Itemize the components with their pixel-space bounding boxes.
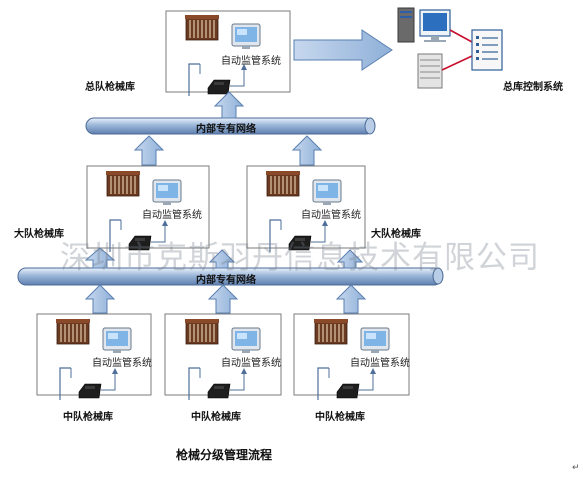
diagram-caption: 枪械分级管理流程 — [176, 448, 273, 462]
arrow-right-to-control — [293, 29, 393, 71]
brigade-armory-label-right: 大队枪械库 — [371, 229, 421, 240]
squad-3-system-label: 自动监管系统 — [350, 358, 410, 369]
squad-armory-label-2: 中队枪械库 — [191, 412, 241, 423]
squad-armory-label-1: 中队枪械库 — [63, 412, 113, 423]
squad-armory-label-3: 中队枪械库 — [315, 412, 365, 423]
hq-armory-label: 总队枪械库 — [85, 82, 135, 93]
hq-system-label: 自动监管系统 — [221, 56, 281, 67]
paragraph-end-mark: ↵ — [572, 463, 580, 473]
arrow-up-hq — [213, 91, 245, 119]
arrow-up-squad-3 — [335, 284, 367, 314]
watermark-text: 深圳市克斯羽丹信息技术有限公司 — [60, 240, 540, 276]
arrow-up-brigade-right — [291, 135, 323, 166]
brigade-right-system-label: 自动监管系统 — [301, 210, 361, 221]
arrow-up-bottom-mid — [208, 249, 236, 269]
network-pipe-bottom — [17, 267, 444, 286]
squad-unit-box-1 — [36, 313, 152, 396]
network-label-top: 内部专有网络 — [196, 124, 256, 135]
arrow-up-bottom-right — [336, 249, 364, 269]
arrow-up-bottom-left — [84, 247, 116, 269]
control-system-label: 总库控制系统 — [503, 82, 563, 93]
squad-2-system-label: 自动监管系统 — [221, 358, 281, 369]
control-system-equipment — [397, 7, 503, 89]
arrow-up-brigade-left — [133, 135, 165, 166]
arrow-up-squad-1 — [84, 284, 116, 314]
network-label-bottom: 内部专有网络 — [196, 275, 256, 286]
brigade-armory-label-left: 大队枪械库 — [14, 229, 64, 240]
brigade-left-system-label: 自动监管系统 — [142, 210, 202, 221]
arrow-up-squad-2 — [207, 284, 239, 314]
squad-1-system-label: 自动监管系统 — [92, 358, 152, 369]
squad-unit-box-2 — [164, 313, 282, 396]
squad-unit-box-3 — [293, 313, 410, 396]
